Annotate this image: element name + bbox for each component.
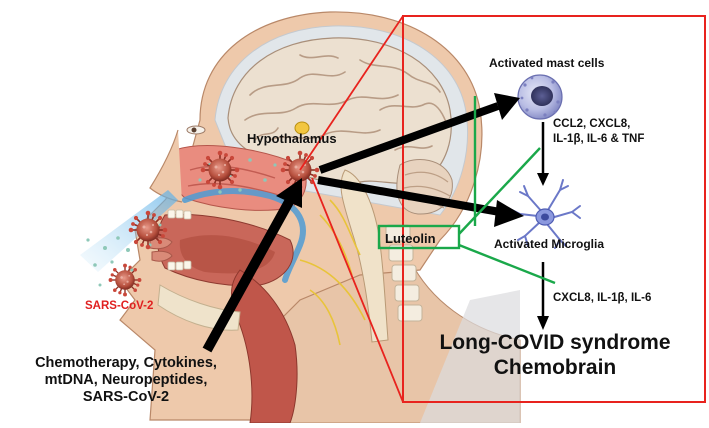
arrow-to-mast-cells — [318, 102, 500, 174]
outcome-line1: Long-COVID syndrome — [439, 331, 671, 354]
mast-cytokines-line2: IL-1β, IL-6 & TNF — [553, 133, 645, 145]
microglia-label: Activated Microglia — [494, 237, 605, 251]
hypothalamus-label: Hypothalamus — [247, 131, 337, 146]
triggers-line2: mtDNA, Neuropeptides, — [44, 372, 208, 388]
arrow-triggers — [202, 197, 295, 353]
luteolin-box — [377, 224, 461, 250]
triggers-label: Chemotherapy, Cytokines, mtDNA, Neuropep… — [0, 355, 252, 406]
arrows — [202, 93, 549, 353]
hypothalamus-region — [294, 121, 310, 135]
triggers-line1: Chemotherapy, Cytokines, — [35, 355, 217, 371]
mast-cell-icon — [517, 74, 563, 120]
arrow-to-microglia — [317, 176, 501, 216]
inhibit-line-mediators — [458, 179, 511, 235]
inhibit-line-microglia — [458, 243, 556, 285]
zoom-line-top — [299, 15, 404, 171]
mast-cytokines-line1: CCL2, CXCL8, — [553, 118, 631, 130]
luteolin-label: Luteolin — [385, 231, 436, 246]
inhibit-line-mediators-tail — [509, 147, 541, 181]
mast-cells-label: Activated mast cells — [489, 56, 605, 70]
mast-cytokines-label: CCL2, CXCL8, IL-1β, IL-6 & TNF — [553, 117, 644, 147]
microglia-cytokines-label: CXCL8, IL-1β, IL-6 — [553, 292, 652, 304]
luteolin-inhibition — [377, 96, 556, 285]
zoom-line-bottom — [311, 177, 404, 403]
outcome-label: Long-COVID syndrome Chemobrain — [405, 330, 705, 380]
zoom-frame — [402, 15, 706, 403]
triggers-line3: SARS-CoV-2 — [82, 389, 170, 405]
outcome-line2: Chemobrain — [493, 356, 617, 379]
virus-label: SARS-CoV-2 — [85, 300, 154, 312]
